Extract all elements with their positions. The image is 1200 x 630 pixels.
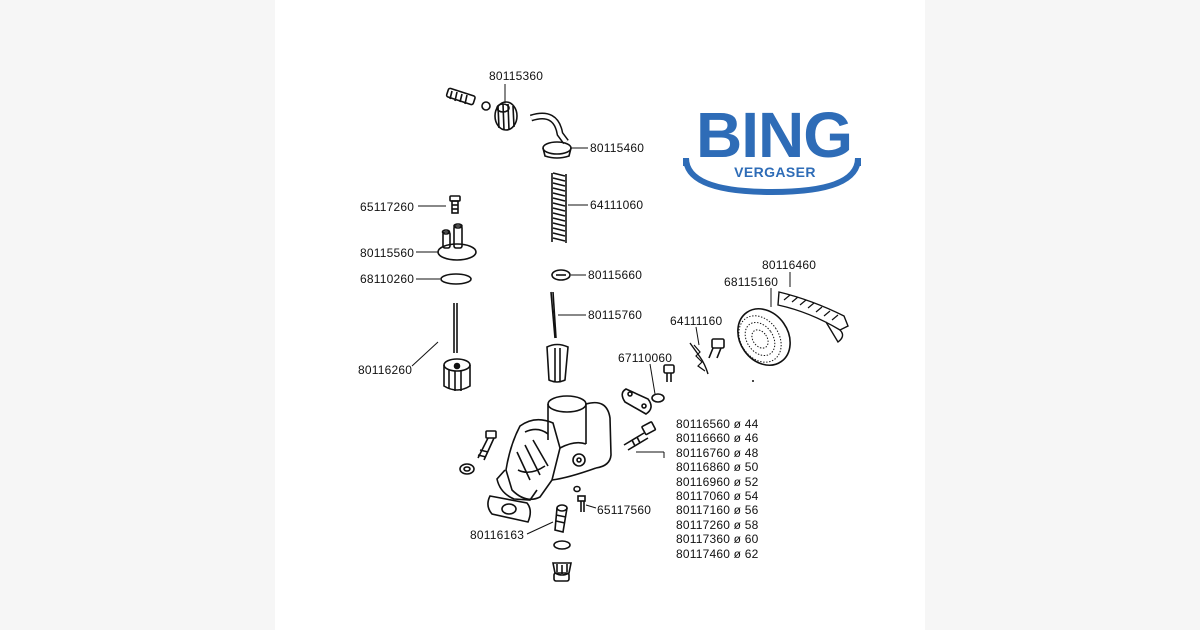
- label-80115760: 80115760: [588, 308, 643, 322]
- label-80115560: 80115560: [360, 246, 415, 260]
- mounting-bracket-part: [621, 388, 652, 415]
- main-jet-part-80116163: [554, 504, 568, 533]
- label-80116460: 80116460: [762, 258, 817, 272]
- knurled-cap-part-80115360: [494, 101, 518, 131]
- size-variant-item: 80117060 ø 54: [676, 489, 759, 504]
- size-variant-item: 80117460 ø 62: [676, 546, 759, 561]
- label-64111060: 64111060: [590, 198, 644, 212]
- label-67110060: 67110060: [618, 351, 673, 365]
- clamp-bolt-part: [623, 421, 657, 451]
- size-variant-item: 80117260 ø 58: [676, 517, 759, 532]
- right-margin: [925, 0, 1200, 630]
- label-80115360: 80115360: [489, 69, 544, 83]
- label-64111160: 64111160: [670, 314, 723, 328]
- choke-spring-part-64111160: [689, 342, 709, 375]
- float-needle-part: [453, 303, 458, 353]
- drain-washer-part: [553, 540, 571, 550]
- oring-part-68110260: [440, 273, 472, 285]
- label-80115660: 80115660: [588, 268, 643, 282]
- left-margin: [0, 0, 275, 630]
- screw-part-65117260: [449, 195, 461, 214]
- size-variant-item: 80117360 ø 60: [676, 532, 759, 547]
- gasket-part: [487, 495, 532, 523]
- label-80115460: 80115460: [590, 141, 645, 155]
- logo-tagline-text: VERGASER: [734, 164, 816, 180]
- label-80116260: 80116260: [358, 363, 413, 377]
- idle-screw-part-67110060: [651, 364, 675, 403]
- jet-needle-part-80115760: [550, 291, 557, 339]
- size-variant-item: 80117160 ø 56: [676, 503, 759, 518]
- air-filter-part-68115160: [737, 308, 791, 366]
- logo-arc-shape: [683, 157, 861, 196]
- leader-lines: [411, 84, 791, 535]
- label-80116163: 80116163: [470, 528, 525, 542]
- size-variant-item: 80116560 ø 44: [676, 417, 759, 431]
- float-lid-part-80115560: [437, 223, 477, 261]
- size-variant-list: 80116560 ø 44 80116660 ø 46 80116760 ø 4…: [676, 417, 758, 561]
- bing-vergaser-logo: BING VERGASER: [680, 99, 865, 200]
- float-bowl-part-80116260: [443, 358, 471, 391]
- screw-part-65117560: [573, 485, 586, 512]
- logo-brand-text: BING: [696, 99, 853, 171]
- drain-plug-part: [552, 562, 572, 582]
- washer-part-left: [459, 463, 475, 475]
- label-68115160: 68115160: [724, 275, 779, 289]
- size-variant-item: 80116860 ø 50: [676, 460, 759, 475]
- size-variant-item: 80116660 ø 46: [676, 431, 759, 446]
- retaining-strap-part-80116460: [777, 291, 849, 344]
- throttle-slide-part: [546, 343, 569, 383]
- adjuster-screw-part: [445, 87, 491, 111]
- bolt-part-left: [477, 430, 497, 461]
- spring-part-64111060: [551, 172, 567, 243]
- size-variant-item: 80116760 ø 48: [676, 445, 759, 460]
- carburettor-body-part: [496, 395, 612, 501]
- banjo-fitting-part-80115460: [529, 112, 572, 159]
- choke-screw-part: [708, 338, 725, 359]
- size-variant-item: 80116960 ø 52: [676, 474, 759, 489]
- label-65117260: 65117260: [360, 200, 415, 214]
- needle-clip-part-80115660: [551, 269, 571, 281]
- label-65117560: 65117560: [597, 503, 652, 517]
- label-68110260: 68110260: [360, 272, 415, 286]
